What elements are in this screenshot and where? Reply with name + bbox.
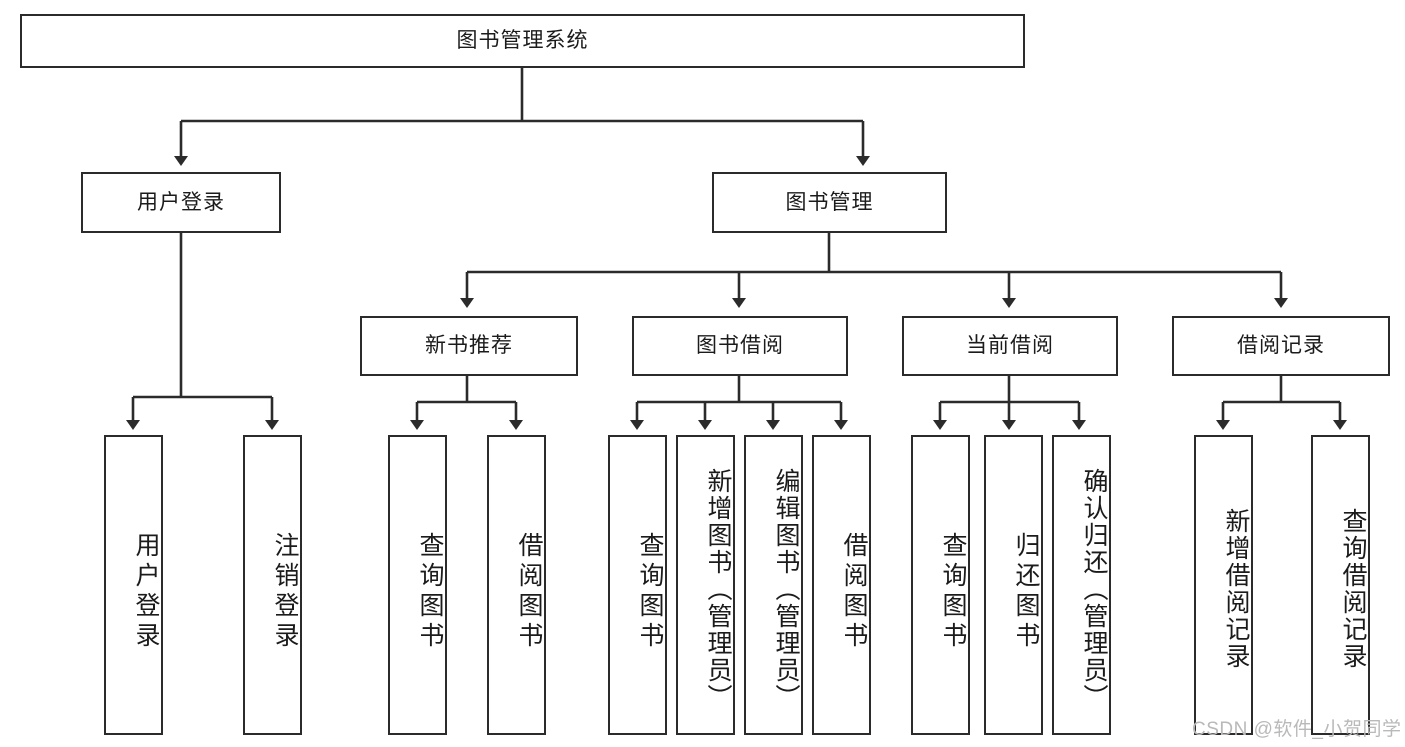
node-root-system[interactable]: 图书管理系统 bbox=[20, 14, 1025, 68]
leaf-current-query-book[interactable]: 查询图书 bbox=[911, 435, 970, 735]
node-borrow-record[interactable]: 借阅记录 bbox=[1172, 316, 1390, 376]
node-book-borrow[interactable]: 图书借阅 bbox=[632, 316, 848, 376]
leaf-current-return-book[interactable]: 归还图书 bbox=[984, 435, 1043, 735]
csdn-watermark: CSDN @软件_小贺同学 bbox=[1192, 719, 1402, 740]
leaf-new-book-query[interactable]: 查询图书 bbox=[388, 435, 447, 735]
node-user-login[interactable]: 用户登录 bbox=[81, 172, 281, 233]
leaf-borrow-query-book[interactable]: 查询图书 bbox=[608, 435, 667, 735]
node-current-borrow[interactable]: 当前借阅 bbox=[902, 316, 1118, 376]
node-book-management[interactable]: 图书管理 bbox=[712, 172, 947, 233]
leaf-new-book-borrow[interactable]: 借阅图书 bbox=[487, 435, 546, 735]
leaf-record-add-borrow-record[interactable]: 新增借阅记录 bbox=[1194, 435, 1253, 735]
leaf-user-login-signout[interactable]: 注销登录 bbox=[243, 435, 302, 735]
node-new-book-recommend[interactable]: 新书推荐 bbox=[360, 316, 578, 376]
leaf-record-query-borrow-record[interactable]: 查询借阅记录 bbox=[1311, 435, 1370, 735]
leaf-current-confirm-return-admin[interactable]: 确认归还（管理员） bbox=[1052, 435, 1111, 735]
leaf-borrow-edit-book-admin[interactable]: 编辑图书（管理员） bbox=[744, 435, 803, 735]
leaf-borrow-borrow-book[interactable]: 借阅图书 bbox=[812, 435, 871, 735]
leaf-borrow-add-book-admin[interactable]: 新增图书（管理员） bbox=[676, 435, 735, 735]
leaf-user-login-signin[interactable]: 用户登录 bbox=[104, 435, 163, 735]
